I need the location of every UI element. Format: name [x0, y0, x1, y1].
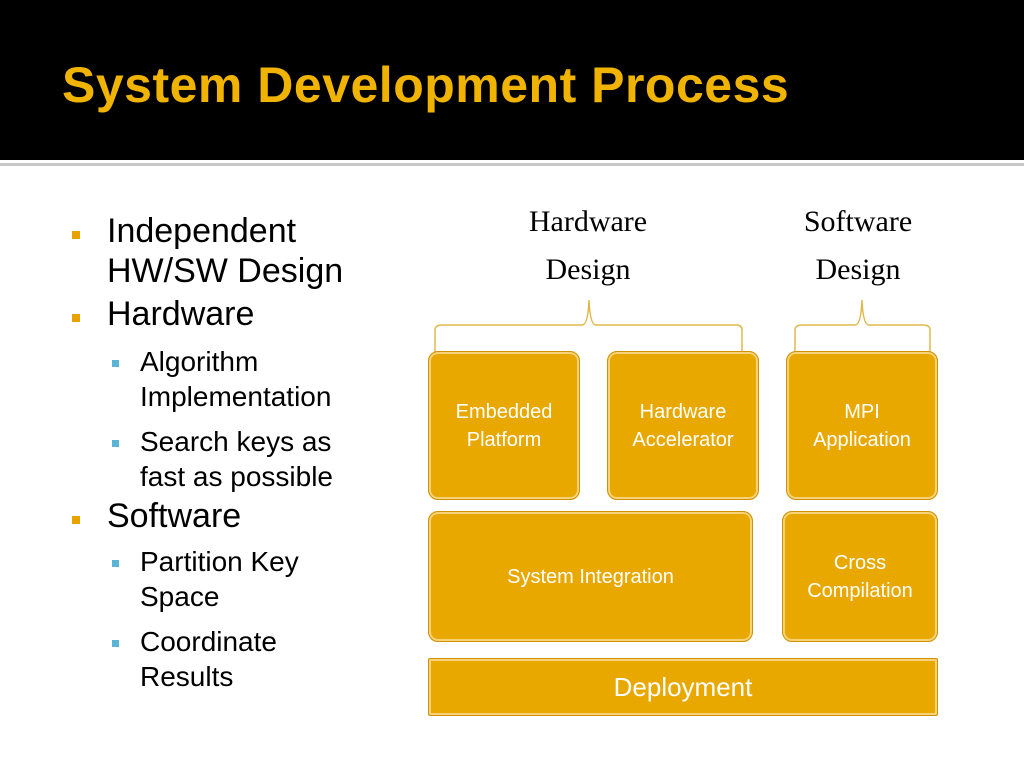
square-bullet-icon	[112, 560, 119, 567]
sub-bullet-text: Algorithm Implementation	[140, 346, 332, 412]
sub-bullet-text: Partition Key Space	[140, 546, 299, 612]
mpi-application-box: MPI Application	[786, 351, 938, 500]
sub-bullet-text: Search keys as fast as possible	[140, 426, 333, 492]
square-bullet-icon	[72, 516, 80, 524]
bullet-text: Hardware	[107, 295, 255, 333]
square-bullet-icon	[112, 360, 119, 367]
deployment-box: Deployment	[428, 658, 938, 716]
software-design-heading: Software Design	[803, 205, 913, 286]
hardware-design-heading: Hardware Design	[528, 205, 648, 286]
square-bullet-icon	[72, 314, 80, 322]
hardware-accelerator-box: Hardware Accelerator	[607, 351, 759, 500]
hardware-brace	[434, 299, 743, 352]
title-divider	[0, 163, 1024, 166]
software-brace	[794, 299, 931, 352]
sub-bullet-text: Coordinate Results	[140, 626, 277, 692]
title-bar: System Development Process	[0, 0, 1024, 160]
square-bullet-icon	[72, 231, 80, 239]
bullet-text: Software	[107, 497, 242, 535]
system-integration-box: System Integration	[428, 511, 753, 642]
square-bullet-icon	[112, 640, 119, 647]
cross-compilation-box: Cross Compilation	[782, 511, 938, 642]
embedded-platform-box: Embedded Platform	[428, 351, 580, 500]
bullet-text: Independent HW/SW Design	[107, 212, 344, 290]
square-bullet-icon	[112, 440, 119, 447]
slide-title: System Development Process	[62, 57, 790, 113]
